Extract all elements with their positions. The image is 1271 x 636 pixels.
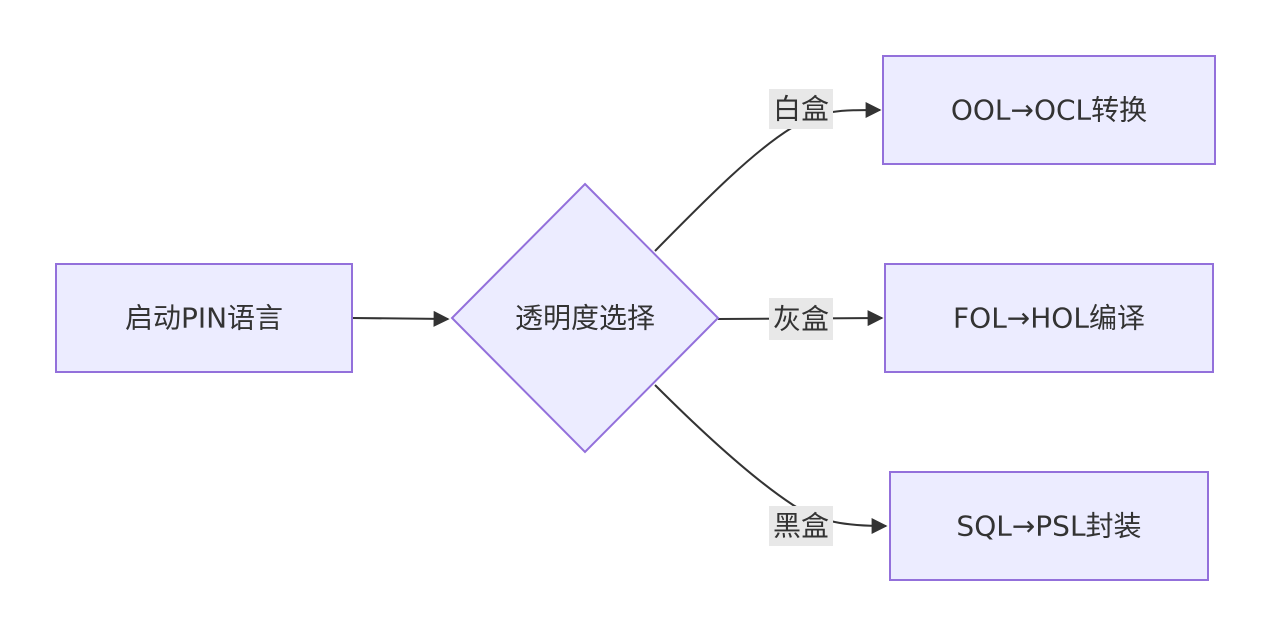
edge-label-black-box: 黑盒	[769, 506, 833, 546]
edge-start-to-decision	[351, 310, 450, 327]
node-black-box-target[interactable]: SQL→PSL封装	[889, 471, 1209, 581]
edge-label-white-box: 白盒	[769, 89, 833, 129]
edge-label-gray-box-text: 灰盒	[773, 303, 829, 336]
edge-label-white-box-text: 白盒	[773, 93, 829, 126]
node-gray-box-target-label: FOL→HOL编译	[953, 302, 1145, 335]
node-start-label: 启动PIN语言	[125, 302, 283, 335]
node-decision[interactable]: 透明度选择	[450, 182, 720, 454]
node-black-box-target-label: SQL→PSL封装	[956, 510, 1141, 543]
node-gray-box-target[interactable]: FOL→HOL编译	[884, 263, 1214, 373]
edge-white-box	[654, 102, 882, 252]
edge-label-black-box-text: 黑盒	[773, 510, 829, 543]
edge-label-gray-box: 灰盒	[769, 298, 833, 340]
node-start[interactable]: 启动PIN语言	[55, 263, 353, 373]
node-decision-label: 透明度选择	[515, 302, 655, 335]
node-white-box-target[interactable]: OOL→OCL转换	[882, 55, 1216, 165]
node-white-box-target-label: OOL→OCL转换	[951, 94, 1147, 127]
edge-black-box	[654, 384, 888, 534]
